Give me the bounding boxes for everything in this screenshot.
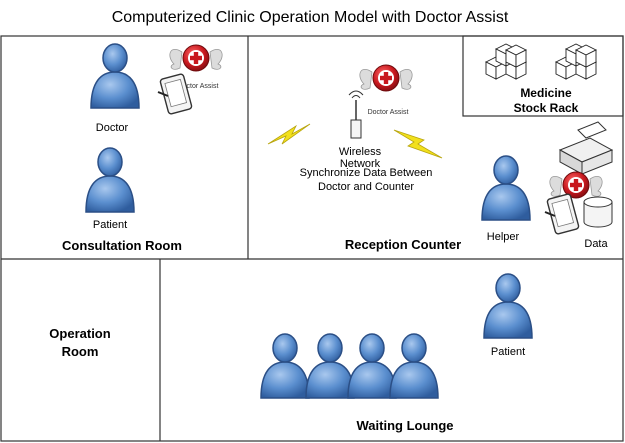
doctor-assist-logo-counter [549,171,603,199]
sync-label-line1: Synchronize Data Between [300,167,433,179]
helper-icon [481,155,531,221]
doctor-assist-label-reception: Doctor Assist [368,109,409,116]
patient-lounge-icon [483,273,533,339]
operation-room-label-line2: Room [62,344,99,359]
doctor-label: Doctor [96,122,129,134]
clinic-outer-border [0,35,624,442]
patient-lounge-label: Patient [491,346,525,358]
wireless-label-line2: Network [340,158,381,170]
waiting-patient-icon [305,333,355,399]
helper-label: Helper [487,231,520,243]
data-label: Data [584,238,608,250]
medicine-boxes-left-icon [485,43,527,80]
database-icon [583,196,613,228]
reception-counter-label: Reception Counter [345,237,461,252]
patient-consult-icon [85,147,135,213]
operation-room-label-line1: Operation [49,326,110,341]
medicine-rack-label-line1: Medicine [520,86,572,100]
medicine-rack-label-line2: Stock Rack [514,101,579,115]
waiting-patient-icon [347,333,397,399]
sync-label-line2: Doctor and Counter [318,181,414,193]
patient-consult-label: Patient [93,219,127,231]
lightning-left-icon [267,123,311,145]
waiting-patient-icon [389,333,439,399]
diagram-title: Computerized Clinic Operation Model with… [112,9,509,26]
lightning-right-icon [393,129,443,159]
doctor-icon [90,43,140,109]
waiting-patient-icon [260,333,310,399]
wireless-label-line1: Wireless [339,146,382,158]
doctor-assist-logo-consult [169,44,223,72]
doctor-assist-logo-reception [359,64,413,92]
medicine-boxes-right-icon [555,43,597,80]
waiting-patients-group [260,333,439,399]
tablet-icon-consult [157,72,194,116]
wireless-router-icon [348,90,364,139]
waiting-lounge-label: Waiting Lounge [357,418,454,433]
medicine-rack-border [462,35,624,117]
doctor-assist-label-consult: Doctor Assist [178,83,219,90]
tablet-icon-counter [544,192,581,236]
consultation-room-label: Consultation Room [62,238,182,253]
printer-icon [558,121,614,175]
